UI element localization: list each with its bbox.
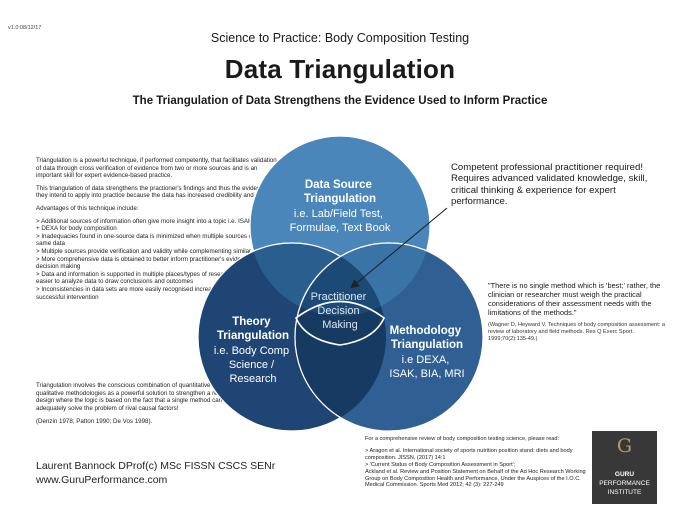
data-source-title: Data Source Triangulation (304, 179, 376, 205)
methodology-note-ref: (Denzin 1978; Patton 1990; De Vos 1998). (36, 418, 153, 426)
review-intro: For a comprehensive review of body compo… (365, 436, 560, 442)
guru-performance-logo: G GURU PERFORMANCE INSTITUTE (592, 431, 657, 504)
advantages-list: > Additional sources of information ofte… (36, 218, 280, 302)
center-label: Practitioner Decision Making (311, 291, 370, 331)
advantage-item: > More comprehensive data is obtained to… (36, 255, 270, 271)
logo-line-2: PERFORMANCE (599, 480, 650, 487)
logo-line-1: GURU (614, 471, 635, 478)
intro-paragraph-2: This triangulation of data strengthens t… (36, 184, 276, 200)
page-title: Data Triangulation (224, 54, 456, 84)
logo-line-3: INSTITUTE (607, 489, 642, 496)
advantage-item: > Inadequacies found in one-source data … (36, 232, 280, 248)
review-references: For a comprehensive review of body compo… (365, 436, 590, 489)
theory-body: i.e. Body Comp Science / Research (214, 345, 292, 385)
center-overlap (294, 243, 386, 316)
review-ref: > Aragon et al. International society of… (365, 447, 573, 461)
author-website[interactable]: www.GuruPerformance.com (36, 473, 168, 486)
version-label: v1.0:08/12/17 (8, 25, 42, 31)
theory-title: Theory Triangulation (217, 316, 289, 342)
advantage-item: > Multiple sources provide verification … (36, 247, 265, 255)
quote: "There is no single method which is 'bes… (488, 281, 661, 317)
intro-paragraph-1: Triangulation is a powerful technique, i… (36, 157, 277, 180)
methodology-title: Methodology Triangulation (390, 325, 465, 351)
practitioner-note: Competent professional practitioner requ… (451, 162, 648, 208)
center-outline (295, 300, 385, 346)
methodology-note-text: Triangulation involves the conscious com… (36, 382, 240, 412)
author-block: Laurent Bannock DProf(c) MSc FISSN CSCS … (36, 460, 275, 487)
methodology-body: i.e DEXA, ISAK, BIA, MRI (389, 354, 464, 380)
advantage-item: > Data and information is supported in m… (36, 270, 277, 286)
advantage-item: > Additional sources of information ofte… (36, 217, 279, 233)
advantage-item: > Inconsistencies in data sets are more … (36, 285, 263, 301)
author-name: Laurent Bannock DProf(c) MSc FISSN CSCS … (36, 460, 276, 472)
review-ref: Ackland et al. Review and Position State… (365, 468, 586, 489)
data-source-body: i.e. Lab/Field Test, Formulae, Text Book (290, 208, 391, 234)
methodology-note: Triangulation involves the conscious com… (36, 382, 246, 432)
logo-mark: G (616, 435, 633, 457)
intro-paragraph-3: Advantages of this technique include: (36, 204, 139, 212)
quote-reference: (Wagner D, Heyward V. Techniques of body… (488, 322, 666, 342)
review-ref: > 'Current Status of Body Composition As… (365, 461, 516, 468)
tagline: The Triangulation of Data Strengthens th… (132, 95, 548, 107)
practitioner-arrow (350, 207, 448, 289)
subtitle: Science to Practice: Body Composition Te… (210, 31, 470, 45)
intro-text: Triangulation is a powerful technique, i… (36, 157, 280, 301)
